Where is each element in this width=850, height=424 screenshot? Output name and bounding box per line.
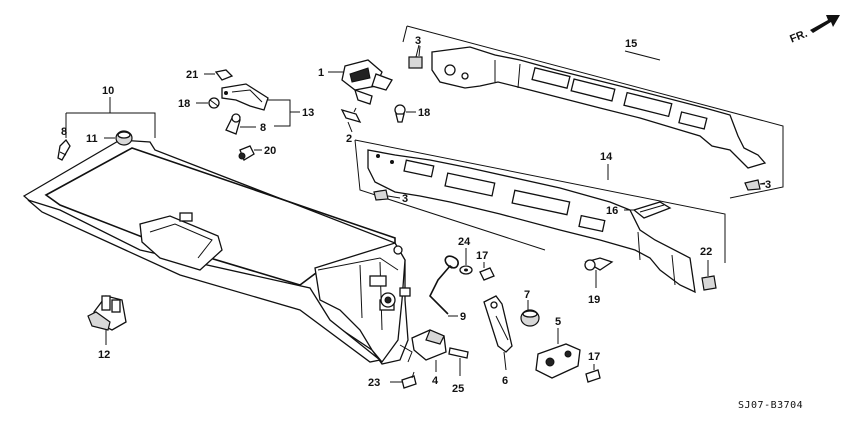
callout-12: 12 <box>98 349 110 361</box>
screw-8-left <box>57 113 71 161</box>
latch-striker-12 <box>87 295 127 345</box>
stopper-arm-6 <box>483 295 513 371</box>
bracket-5 <box>535 328 581 379</box>
callout-23: 23 <box>368 377 380 389</box>
nut-22 <box>701 260 717 291</box>
callout-24: 24 <box>458 236 471 248</box>
pin-25 <box>448 347 469 376</box>
callout-18-left: 18 <box>178 98 190 110</box>
clip-21 <box>204 69 234 81</box>
clip-3-right <box>744 179 766 191</box>
bulb-2 <box>340 107 362 133</box>
screw-17-upper <box>479 262 495 281</box>
screw-19 <box>584 257 614 288</box>
glove-box <box>22 139 413 365</box>
callout-16: 16 <box>606 205 618 217</box>
callout-2: 2 <box>346 133 352 145</box>
callout-17-upper: 17 <box>476 250 488 262</box>
callout-11: 11 <box>86 133 98 145</box>
screw-8-center <box>225 113 256 135</box>
clip-3-upper <box>408 44 423 69</box>
callout-3-upper: 3 <box>415 35 421 47</box>
screw-17-lower <box>585 364 601 383</box>
bumper-11 <box>104 130 133 146</box>
callout-17-lower: 17 <box>588 351 600 363</box>
callout-1: 1 <box>318 67 324 79</box>
diagram-code: SJ07-B3704 <box>738 400 803 411</box>
clip-16 <box>632 201 672 219</box>
damper-7 <box>520 300 540 327</box>
callout-7: 7 <box>524 289 530 301</box>
callout-21: 21 <box>186 69 198 81</box>
callout-25: 25 <box>452 383 464 395</box>
callout-22: 22 <box>700 246 712 258</box>
callout-13: 13 <box>302 107 314 119</box>
callout-3-right: 3 <box>765 179 771 191</box>
screw-20 <box>238 145 262 161</box>
callout-8-left: 8 <box>61 126 67 138</box>
screw-23 <box>390 371 417 389</box>
callout-9: 9 <box>460 311 466 323</box>
spring-9 <box>429 255 459 317</box>
lamp-switch-1 <box>328 59 393 105</box>
front-direction-label: FR. <box>788 28 809 46</box>
callout-labels: 1 2 3 3 3 4 5 6 7 8 8 9 10 11 12 13 14 1… <box>61 35 771 395</box>
callout-15: 15 <box>625 38 637 50</box>
screw-18-right <box>394 104 416 123</box>
washer-24 <box>459 248 473 275</box>
callout-20: 20 <box>264 145 276 157</box>
hinge-4 <box>411 329 447 372</box>
leader-lines <box>387 45 765 211</box>
lamp-bracket-13 <box>221 83 269 111</box>
callout-4: 4 <box>432 375 439 387</box>
callout-18-right: 18 <box>418 107 430 119</box>
callout-5: 5 <box>555 316 561 328</box>
upper-bracket-assembly <box>402 25 784 199</box>
screw-18-left <box>196 97 220 109</box>
callout-8-center: 8 <box>260 122 266 134</box>
callout-14: 14 <box>600 151 613 163</box>
front-arrow-icon <box>810 15 840 33</box>
callout-19: 19 <box>588 294 600 306</box>
callout-3-lower: 3 <box>402 193 408 205</box>
callout-6: 6 <box>502 375 508 387</box>
callout-10: 10 <box>102 85 114 97</box>
clip-3-lower <box>373 189 389 201</box>
lower-bracket-assembly <box>354 139 726 294</box>
